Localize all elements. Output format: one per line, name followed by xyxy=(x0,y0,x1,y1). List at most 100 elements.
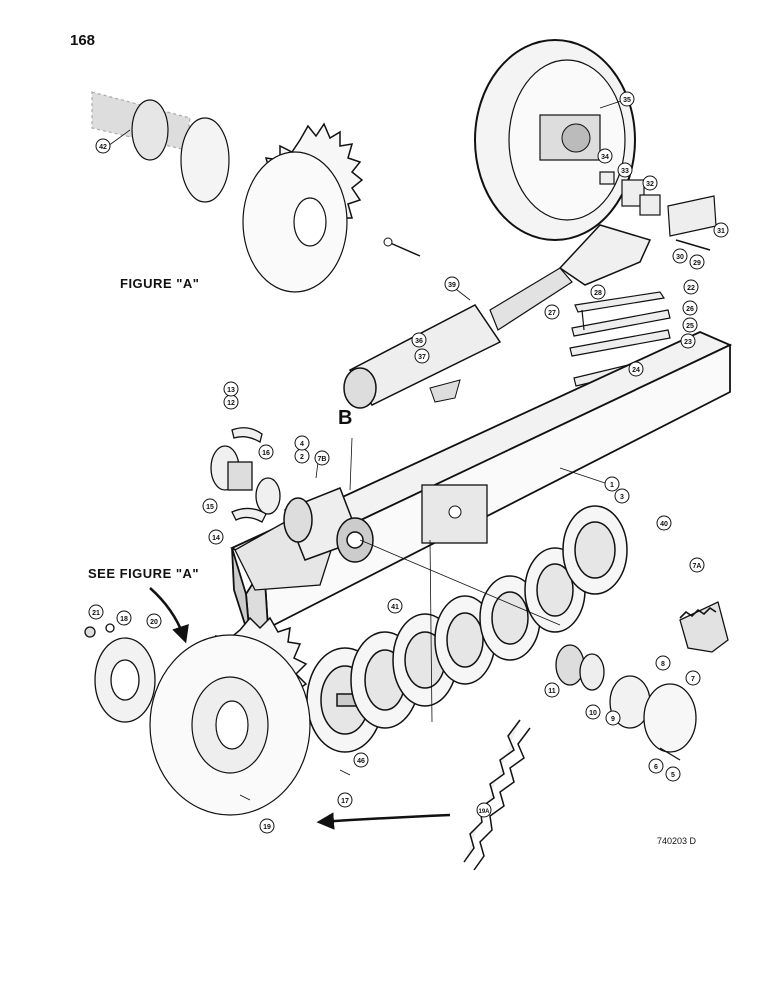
track-rollers xyxy=(306,505,628,753)
callout-label: 10 xyxy=(589,710,597,717)
callout-5: 5 xyxy=(665,766,681,782)
sprocket-flange xyxy=(84,623,156,723)
callout-29: 29 xyxy=(689,254,705,270)
callout-34: 34 xyxy=(597,148,613,164)
callout-label: 7 xyxy=(691,676,695,683)
callout-4: 4 xyxy=(294,435,310,451)
callout-32: 32 xyxy=(642,175,658,191)
callout-3: 3 xyxy=(614,488,630,504)
callout-label: 22 xyxy=(687,285,695,292)
drawing-number: 740203 D xyxy=(657,836,697,846)
callout-label: 31 xyxy=(717,228,725,235)
callout-label: 14 xyxy=(212,535,220,542)
callout-10: 10 xyxy=(585,704,601,720)
callout-label: 2 xyxy=(300,454,304,461)
callout-label: 37 xyxy=(418,354,426,361)
callout-36: 36 xyxy=(411,332,427,348)
callout-label: 36 xyxy=(415,338,423,345)
callout-group: 12345677A7B891011121314151617181919A2021… xyxy=(88,91,729,834)
callout-25: 25 xyxy=(682,317,698,333)
callout-label: 6 xyxy=(654,764,658,771)
callout-21: 21 xyxy=(88,604,104,620)
callout-label: 35 xyxy=(623,97,631,104)
page-number: 168 xyxy=(70,32,96,49)
callout-37: 37 xyxy=(414,348,430,364)
callout-19: 19 xyxy=(259,818,275,834)
callout-label: 41 xyxy=(391,604,399,611)
callout-label: 23 xyxy=(684,339,692,346)
callout-label: 19A xyxy=(478,809,490,815)
callout-17: 17 xyxy=(337,792,353,808)
see-figure-a-label: SEE FIGURE "A" xyxy=(88,566,200,581)
callout-27: 27 xyxy=(544,304,560,320)
section-letter-b: B xyxy=(338,407,353,429)
callout-9: 9 xyxy=(605,710,621,726)
callout-40: 40 xyxy=(656,515,672,531)
callout-label: 27 xyxy=(548,310,556,317)
callout-label: 17 xyxy=(341,798,349,805)
leader-lines xyxy=(107,99,625,801)
callout-7a: 7A xyxy=(689,557,705,573)
callout-12: 12 xyxy=(223,394,239,410)
callout-39: 39 xyxy=(444,276,460,292)
pivot-housing xyxy=(283,487,374,563)
bearing-set xyxy=(210,427,281,523)
callout-23: 23 xyxy=(680,333,696,349)
callout-label: 1 xyxy=(610,482,614,489)
callout-35: 35 xyxy=(619,91,635,107)
figure-a-shaft xyxy=(91,91,230,203)
callout-label: 24 xyxy=(632,367,640,374)
callout-label: 7A xyxy=(693,563,702,570)
callout-22: 22 xyxy=(683,279,699,295)
figure-a-sprocket xyxy=(242,122,421,293)
callout-20: 20 xyxy=(146,613,162,629)
callout-label: 15 xyxy=(206,504,214,511)
callout-label: 29 xyxy=(693,260,701,267)
callout-label: 46 xyxy=(357,758,365,765)
callout-46: 46 xyxy=(353,752,369,768)
callout-6: 6 xyxy=(648,758,664,774)
callout-26: 26 xyxy=(682,300,698,316)
callout-label: 30 xyxy=(676,254,684,261)
callout-label: 21 xyxy=(92,610,100,617)
callout-label: 13 xyxy=(227,387,235,394)
callout-8: 8 xyxy=(655,655,671,671)
callout-30: 30 xyxy=(672,248,688,264)
callout-label: 18 xyxy=(120,616,128,623)
callout-11: 11 xyxy=(544,682,560,698)
callout-41: 41 xyxy=(387,598,403,614)
callout-19a: 19A xyxy=(476,802,492,818)
callout-label: 8 xyxy=(661,661,665,668)
callout-label: 40 xyxy=(660,521,668,528)
hub-cover-parts xyxy=(555,601,729,761)
callout-28: 28 xyxy=(590,284,606,300)
callout-label: 16 xyxy=(262,450,270,457)
callout-label: 32 xyxy=(646,181,654,188)
callout-label: 26 xyxy=(686,306,694,313)
callout-label: 4 xyxy=(300,441,304,448)
idler-bracket-parts xyxy=(599,171,717,251)
callout-16: 16 xyxy=(258,444,274,460)
callout-18: 18 xyxy=(116,610,132,626)
drive-sprocket xyxy=(149,616,311,816)
callout-label: 25 xyxy=(686,323,694,330)
callout-7: 7 xyxy=(685,670,701,686)
callout-label: 11 xyxy=(548,688,556,695)
track-chain-segment xyxy=(463,719,531,871)
callout-2: 2 xyxy=(294,448,310,464)
callout-1: 1 xyxy=(604,476,620,492)
callout-13: 13 xyxy=(223,381,239,397)
callout-label: 42 xyxy=(99,144,107,151)
callout-14: 14 xyxy=(208,529,224,545)
callout-label: 12 xyxy=(227,400,235,407)
callout-label: 28 xyxy=(594,290,602,297)
track-frame xyxy=(230,331,733,642)
callout-label: 7B xyxy=(318,456,327,463)
callout-42: 42 xyxy=(95,138,111,154)
callout-label: 3 xyxy=(620,494,624,501)
callout-33: 33 xyxy=(617,162,633,178)
callout-15: 15 xyxy=(202,498,218,514)
callout-label: 19 xyxy=(263,824,271,831)
callout-31: 31 xyxy=(713,222,729,238)
